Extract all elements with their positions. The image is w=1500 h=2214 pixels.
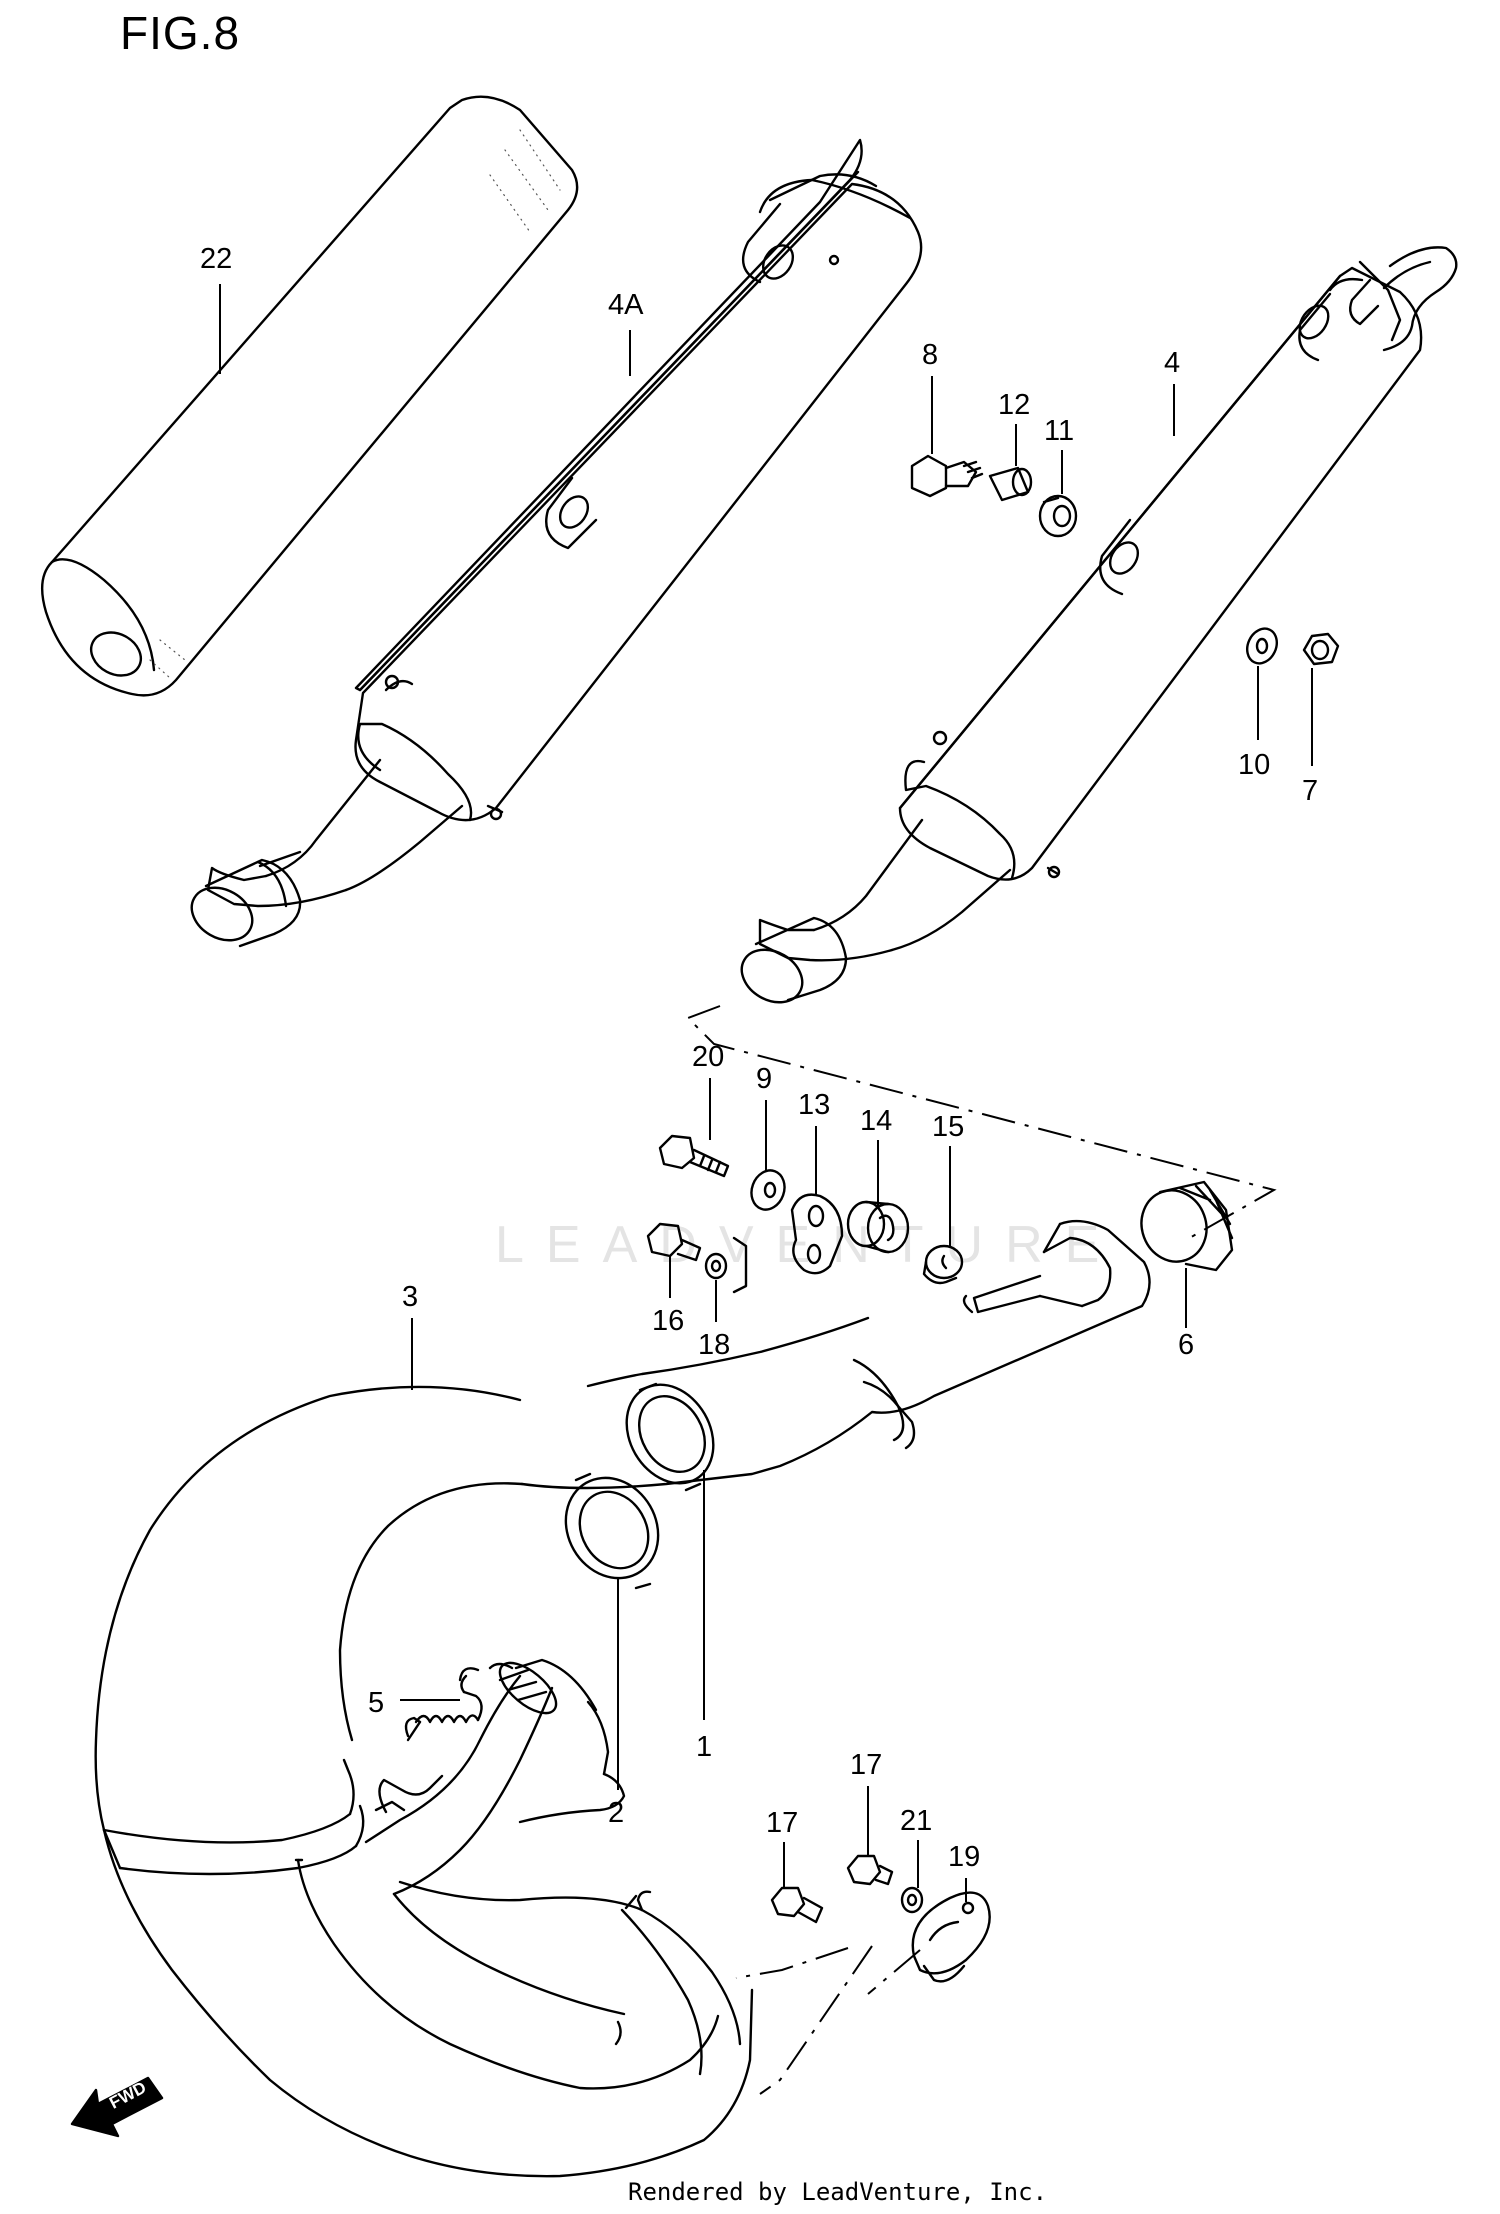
gasket-part-2[interactable] — [548, 1461, 676, 1595]
collar-part-15[interactable] — [924, 1246, 962, 1283]
washer-part-21[interactable] — [902, 1888, 922, 1912]
label-11[interactable]: 11 — [1044, 415, 1074, 447]
label-22[interactable]: 22 — [200, 243, 232, 275]
bolt-part-8[interactable] — [912, 456, 982, 496]
label-7[interactable]: 7 — [1302, 775, 1318, 807]
label-4[interactable]: 4 — [1164, 347, 1180, 379]
muffler-part-4[interactable] — [732, 247, 1456, 1012]
cushion-part-11[interactable] — [1040, 496, 1076, 536]
assembly-line-19 — [868, 1950, 920, 1994]
label-14[interactable]: 14 — [860, 1105, 892, 1137]
gasket-part-1[interactable] — [609, 1369, 730, 1499]
bolt-part-20[interactable] — [660, 1136, 728, 1176]
figure-title: FIG.8 — [120, 7, 241, 59]
muffler-part-4a[interactable] — [182, 140, 921, 951]
label-13[interactable]: 13 — [798, 1089, 830, 1121]
seal-part-6[interactable] — [1132, 1181, 1232, 1271]
label-6[interactable]: 6 — [1178, 1329, 1194, 1361]
washer-part-9[interactable] — [746, 1166, 790, 1215]
washer-part-18[interactable] — [706, 1254, 726, 1278]
washer-part-10[interactable] — [1242, 624, 1283, 668]
watermark: LEADVENTURE — [495, 1216, 1121, 1274]
label-12[interactable]: 12 — [998, 389, 1030, 421]
label-17a[interactable]: 17 — [766, 1807, 798, 1839]
collar-part-12[interactable] — [990, 468, 1031, 500]
silencer-wrap-part-22[interactable] — [42, 97, 577, 696]
bolt-part-17-left[interactable] — [772, 1888, 822, 1922]
label-17b[interactable]: 17 — [850, 1749, 882, 1781]
label-5[interactable]: 5 — [368, 1687, 384, 1719]
label-9[interactable]: 9 — [756, 1063, 772, 1095]
spring-part-5[interactable] — [406, 1668, 482, 1740]
fwd-arrow-icon — [72, 2078, 162, 2136]
bolt-part-16[interactable] — [648, 1224, 700, 1260]
clip[interactable] — [376, 1776, 442, 1812]
assembly-line-lower — [736, 1946, 872, 2094]
label-1[interactable]: 1 — [696, 1731, 712, 1763]
label-15[interactable]: 15 — [932, 1111, 964, 1143]
label-8[interactable]: 8 — [922, 339, 938, 371]
bracket-line — [734, 1238, 746, 1292]
label-20[interactable]: 20 — [692, 1041, 724, 1073]
label-21[interactable]: 21 — [900, 1805, 932, 1837]
label-19[interactable]: 19 — [948, 1841, 980, 1873]
bolt-part-17-right[interactable] — [848, 1856, 892, 1884]
label-4a[interactable]: 4A — [608, 289, 644, 321]
expansion-chamber-part-3[interactable] — [96, 1221, 1150, 2176]
assembly-line-upper — [688, 1006, 1274, 1240]
part-labels: 22 4A 4 8 12 11 10 7 20 9 13 14 15 16 18… — [200, 243, 1318, 1873]
render-credit: Rendered by LeadVenture, Inc. — [628, 2178, 1048, 2206]
nut-part-7[interactable] — [1304, 634, 1338, 664]
damper-part-14[interactable] — [848, 1202, 908, 1252]
gasket-part-13[interactable] — [792, 1195, 842, 1274]
label-16[interactable]: 16 — [652, 1305, 684, 1337]
label-2[interactable]: 2 — [608, 1797, 624, 1829]
label-3[interactable]: 3 — [402, 1281, 418, 1313]
cover-part-19[interactable] — [913, 1893, 990, 1982]
label-18[interactable]: 18 — [698, 1329, 730, 1361]
label-10[interactable]: 10 — [1238, 749, 1270, 781]
